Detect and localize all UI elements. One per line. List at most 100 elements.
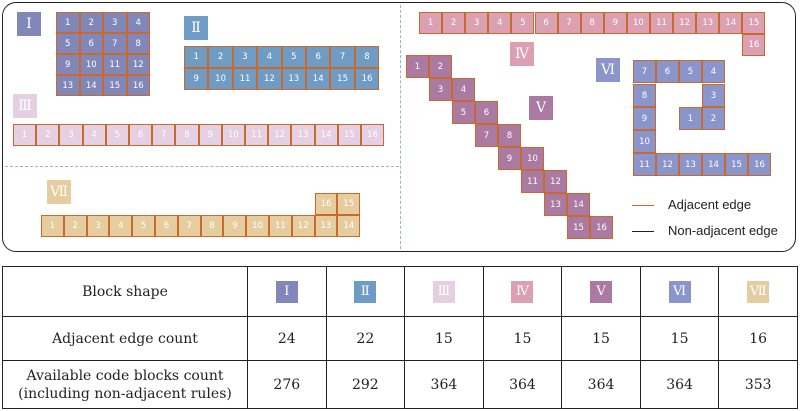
block-cell: 5 xyxy=(679,60,702,83)
block-cell: 1 xyxy=(679,107,702,130)
block-cell: 4 xyxy=(126,12,150,33)
block-cell: 2 xyxy=(79,12,103,33)
block-cell: 16 xyxy=(742,34,766,56)
block-cell: 13 xyxy=(696,12,720,34)
block-cell: 12 xyxy=(544,170,567,193)
tag-shape-VI: Ⅵ xyxy=(596,58,620,82)
block-cell: 11 xyxy=(633,153,656,176)
block-cell: 16 xyxy=(361,124,385,146)
legend-nonadjacent-swatch xyxy=(632,231,654,232)
block-cell: 4 xyxy=(702,60,725,83)
block-cell: 7 xyxy=(330,46,355,68)
block-cell: 2 xyxy=(429,55,452,78)
shape-chip: Ⅳ xyxy=(511,280,534,303)
adjacent-count-I: 24 xyxy=(247,316,327,361)
block-cell: 1 xyxy=(56,12,80,33)
block-cell: 2 xyxy=(442,12,466,34)
legend-adjacent-swatch xyxy=(632,205,654,206)
block-cell: 3 xyxy=(59,124,83,146)
block-cell: 8 xyxy=(498,124,521,147)
shape-chip-cell-III: Ⅲ xyxy=(404,266,484,317)
block-cell: 13 xyxy=(56,75,80,96)
block-cell: 15 xyxy=(337,193,361,215)
legend-adjacent-label: Adjacent edge xyxy=(668,197,752,212)
row-available-count: Available code blocks count (including n… xyxy=(2,360,798,409)
block-cell: 6 xyxy=(129,124,153,146)
block-cell: 15 xyxy=(725,153,748,176)
block-cell: 6 xyxy=(656,60,679,83)
row-label-available-count: Available code blocks count (including n… xyxy=(2,360,248,409)
block-cell: 13 xyxy=(679,153,702,176)
block-cell: 12 xyxy=(656,153,679,176)
block-cell: 7 xyxy=(152,124,176,146)
shapes-panel xyxy=(2,2,796,252)
block-cell: 1 xyxy=(184,46,209,68)
shape-chip-cell-II: Ⅱ xyxy=(325,266,406,317)
block-cell: 9 xyxy=(603,12,627,34)
block-cell: 5 xyxy=(511,12,535,34)
block-cell: 12 xyxy=(268,124,292,146)
block-cell: 3 xyxy=(465,12,489,34)
block-cell: 8 xyxy=(354,46,380,68)
block-cell: 14 xyxy=(567,193,590,216)
row-label-line1: Available code blocks count xyxy=(26,367,224,384)
block-cell: 16 xyxy=(590,216,613,239)
shape-chip-cell-VII: Ⅶ xyxy=(718,266,798,317)
block-cell: 6 xyxy=(155,215,178,237)
block-cell: 15 xyxy=(742,12,766,34)
block-cell: 11 xyxy=(232,68,258,90)
block-cell: 13 xyxy=(291,124,315,146)
block-cell: 14 xyxy=(79,75,103,96)
block-cell: 13 xyxy=(281,68,306,90)
row-label-adjacent-count: Adjacent edge count xyxy=(2,316,248,361)
block-cell: 2 xyxy=(63,215,87,237)
block-cell: 6 xyxy=(306,46,331,68)
block-cell: 8 xyxy=(633,84,656,107)
block-cell: 7 xyxy=(177,215,201,237)
block-cell: 14 xyxy=(702,153,725,176)
block-cell: 3 xyxy=(232,46,258,68)
block-cell: 1 xyxy=(419,12,443,34)
block-cell: 11 xyxy=(245,124,269,146)
block-cell: 9 xyxy=(56,54,80,75)
row-label-block-shape: Block shape xyxy=(2,266,248,317)
tag-shape-II: Ⅱ xyxy=(184,16,208,40)
block-cell: 15 xyxy=(103,75,127,96)
block-cell: 15 xyxy=(567,216,590,239)
adjacent-count-IV: 15 xyxy=(482,316,563,361)
adjacent-count-VI: 15 xyxy=(639,316,720,361)
block-cell: 6 xyxy=(79,33,103,54)
shape-chip: Ⅶ xyxy=(747,280,770,303)
block-cell: 2 xyxy=(36,124,60,146)
available-count-IV: 364 xyxy=(482,360,563,409)
block-cell: 4 xyxy=(452,78,475,101)
row-label-line2: (including non-adjacent rules) xyxy=(18,385,232,402)
available-count-III: 364 xyxy=(404,360,484,409)
block-cell: 13 xyxy=(314,215,338,237)
block-cell: 5 xyxy=(281,46,306,68)
shape-chip: Ⅲ xyxy=(432,280,455,303)
block-cell: 16 xyxy=(314,193,338,215)
block-cell: 1 xyxy=(406,55,429,78)
block-cell: 1 xyxy=(13,124,37,146)
block-cell: 10 xyxy=(633,130,656,153)
block-cell: 9 xyxy=(633,107,656,130)
block-cell: 2 xyxy=(702,107,725,130)
block-cell: 3 xyxy=(86,215,110,237)
available-count-V: 364 xyxy=(561,360,641,409)
horizontal-divider xyxy=(5,166,399,167)
block-cell: 16 xyxy=(748,153,771,176)
row-adjacent-count: Adjacent edge count 24 22 15 15 15 15 16 xyxy=(2,316,798,361)
block-cell: 10 xyxy=(221,124,245,146)
block-cell: 3 xyxy=(429,78,452,101)
block-cell: 12 xyxy=(126,54,150,75)
tag-shape-V: Ⅴ xyxy=(529,96,553,120)
shape-chip-cell-I: Ⅰ xyxy=(247,266,327,317)
block-cell: 11 xyxy=(650,12,674,34)
tag-shape-I: Ⅰ xyxy=(17,12,41,36)
block-cell: 11 xyxy=(103,54,127,75)
block-cell: 8 xyxy=(580,12,604,34)
block-cell: 5 xyxy=(105,124,129,146)
block-cell: 7 xyxy=(633,60,656,83)
adjacent-count-III: 15 xyxy=(404,316,484,361)
